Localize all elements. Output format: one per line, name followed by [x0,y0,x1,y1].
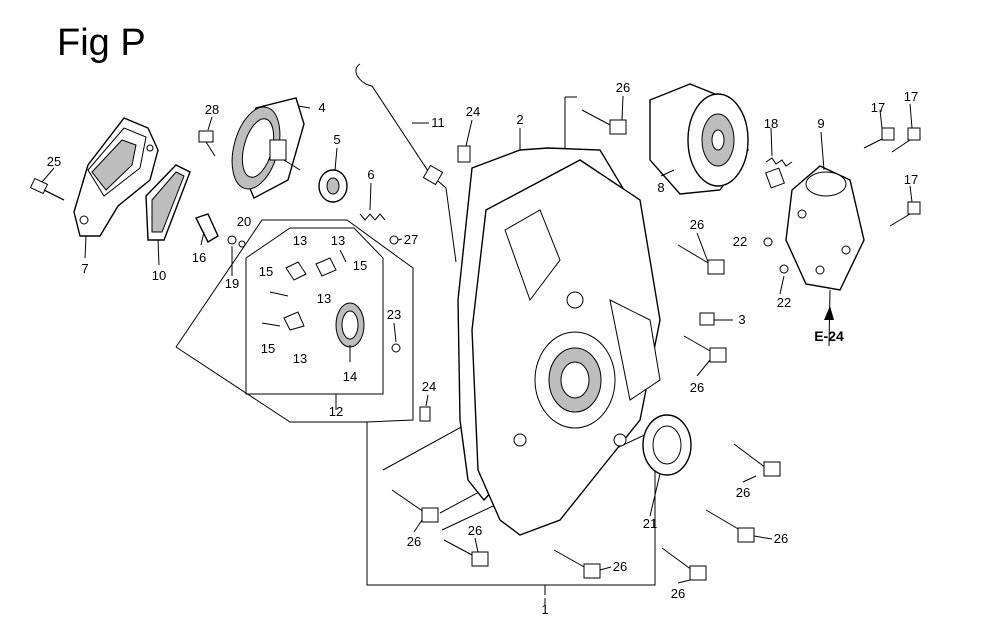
callout-26i: 26 [407,534,421,549]
callout-17c: 17 [904,172,918,187]
callout-15b: 15 [353,258,367,273]
callout-25: 25 [47,154,61,169]
callout-20: 20 [237,214,251,229]
e24-arrow [824,306,834,320]
callout-9: 9 [817,116,824,131]
callout-26e: 26 [774,531,788,546]
callout-13a: 13 [293,233,307,248]
callout-26h: 26 [468,523,482,538]
bolt-25-part [29,177,65,201]
callout-8: 8 [657,180,664,195]
callout-17a: 17 [871,100,885,115]
governor-weights-part [261,249,347,331]
callout-14: 14 [343,369,357,384]
figure-title: Fig P [57,22,146,64]
washer-22b-part [779,264,789,274]
callout-26d: 26 [736,485,750,500]
callout-13b: 13 [317,291,331,306]
callout-7: 7 [81,261,88,276]
callout-17b: 17 [904,89,918,104]
governor-gear-14-part [335,302,365,362]
nipple-18-part [765,157,793,189]
callout-26c: 26 [690,380,704,395]
callout-3: 3 [738,312,745,327]
callout-22b: 22 [777,295,791,310]
strainer-screen-part [145,164,191,241]
callout-18: 18 [764,116,778,131]
callout-13d: 13 [331,233,345,248]
collar-5-part [318,169,348,203]
callout-19: 19 [225,276,239,291]
spring-6-part [359,213,386,221]
callout-24b: 24 [422,379,436,394]
callout-27: 27 [404,232,418,247]
callout-26a: 26 [616,80,630,95]
plug-3-part [699,312,715,326]
callout-11: 11 [431,115,445,130]
callout-15c: 15 [261,341,275,356]
bolts-26-part [391,109,781,581]
callout-16: 16 [192,250,206,265]
oil-pump-gear-part [231,97,305,199]
callout-23: 23 [387,307,401,322]
callout-26g: 26 [613,559,627,574]
callout-labels: 1 2 3 4 5 6 7 8 9 10 11 12 13 13 13 13 1… [47,80,918,617]
callout-26f: 26 [671,586,685,601]
callout-1: 1 [541,602,548,617]
washer-23-part [391,343,401,353]
leader-lines [41,95,913,605]
dipstick-11-part [355,63,457,263]
callout-2: 2 [516,112,523,127]
callout-5: 5 [333,132,340,147]
crankcase-cover-1-part [471,159,661,536]
pin-24-lower-part [419,406,431,422]
washer-22a-part [763,237,773,247]
o-ring-27-part [389,235,399,245]
filter-cover-part [73,117,159,237]
callout-28: 28 [205,102,219,117]
callout-12: 12 [329,404,343,419]
callout-21: 21 [643,516,657,531]
bolts-17-part [863,127,921,227]
callout-10: 10 [152,268,166,283]
callout-6: 6 [367,167,374,182]
pin-24-upper-part [457,145,471,163]
callout-13c: 13 [293,351,307,366]
oil-filter-8-part [649,83,749,195]
callout-24a: 24 [466,104,480,119]
callout-26b: 26 [690,217,704,232]
reference-e24: E-24 [814,328,844,344]
callout-22a: 22 [733,234,747,249]
filter-base-9-part [785,165,865,291]
callout-15a: 15 [259,264,273,279]
oil-seal-21-part [642,414,692,476]
callout-4: 4 [318,100,325,115]
bolt-28-part [198,130,216,157]
